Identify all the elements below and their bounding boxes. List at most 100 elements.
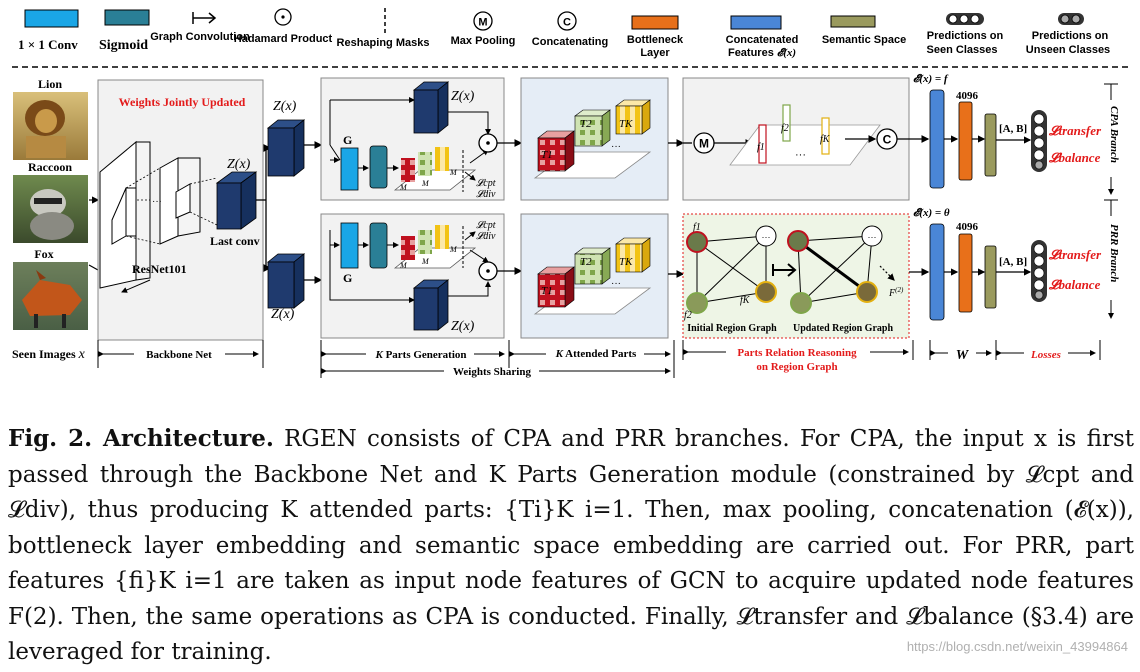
parts-gen-section-label: K Parts Generation <box>374 349 466 361</box>
pred-seen-legend-icon <box>946 13 984 25</box>
svg-text:TK: TK <box>619 256 633 268</box>
figure-caption: Fig. 2. Architecture. RGEN consists of C… <box>8 421 1134 671</box>
hadamard-prr <box>478 261 498 281</box>
max-pool-legend-label: Max Pooling <box>451 35 516 47</box>
reshape-legend-label: Reshaping Masks <box>337 37 430 49</box>
concat-features-legend-swatch <box>730 15 782 30</box>
prr-l-balance: 𝓛balance <box>1048 277 1101 292</box>
conv1x1-legend-label: 1 × 1 Conv <box>18 37 78 52</box>
lion-image <box>13 92 88 160</box>
svg-text:[A, B]: [A, B] <box>999 256 1027 268</box>
initial-node-dots: ··· <box>755 225 777 247</box>
bottleneck-legend-label: Bottleneck <box>627 34 684 46</box>
attended-parts-prr: T1 T2 TK ··· <box>520 213 685 339</box>
zx-prr-label: Z(x) <box>271 307 295 322</box>
prr-section-label: Parts Relation Reasoning <box>737 347 857 359</box>
zx-cpa-label: Z(x) <box>273 99 297 114</box>
sigmoid-block-cpa <box>369 145 388 189</box>
losses-label: Losses <box>1030 349 1061 361</box>
cpa-branch-label: CPA Branch <box>1108 106 1120 163</box>
initial-node-k <box>755 281 777 303</box>
parts-zx-cpa-label: Z(x) <box>451 89 475 104</box>
updated-node-2 <box>790 292 812 314</box>
svg-text:f2: f2 <box>781 123 789 134</box>
concat-features-legend-label: Concatenated <box>726 34 799 46</box>
svg-text:M: M <box>699 137 709 151</box>
cpa-semantic <box>984 113 997 177</box>
hadamard-legend-icon <box>274 8 292 26</box>
fox-image <box>13 262 88 330</box>
svg-text:4096: 4096 <box>956 221 979 233</box>
conv-block-cpa <box>340 147 359 191</box>
attended-parts-section-label: K Attended Parts <box>555 348 637 360</box>
svg-text:···: ··· <box>152 196 162 207</box>
seen-images-label: Seen Images x <box>12 347 86 362</box>
cpa-predictions <box>1031 110 1047 172</box>
pred-unseen-legend-label: Predictions on <box>1032 30 1109 42</box>
conv1x1-legend-swatch <box>24 9 79 28</box>
prr-branch-label: PRR Branch <box>1108 224 1120 282</box>
svg-text:M: M <box>449 245 458 254</box>
concat-features-legend-label-2: Features 𝓔(x) <box>728 47 796 59</box>
svg-text:4096: 4096 <box>956 90 979 102</box>
svg-text:f2: f2 <box>684 310 692 321</box>
svg-text:T1: T1 <box>541 285 553 297</box>
initial-node-2 <box>686 292 708 314</box>
last-conv-cube <box>215 171 258 230</box>
pred-seen-legend-label: Predictions on <box>927 30 1004 42</box>
l-div-prr: 𝓛div <box>476 231 496 242</box>
prr-predictions <box>1031 240 1047 302</box>
prr-l-transfer: 𝓛transfer <box>1048 247 1102 262</box>
l-div-cpa: 𝓛div <box>476 189 496 200</box>
svg-text:···: ··· <box>868 232 877 242</box>
bottleneck-legend-swatch <box>631 15 679 30</box>
svg-text:···: ··· <box>611 141 621 152</box>
sigmoid-legend-swatch <box>104 9 150 26</box>
prr-region-graph: f1 ··· fK f2 ··· <box>682 213 930 339</box>
cpa-l-transfer: 𝓛transfer <box>1048 123 1102 138</box>
svg-text:C: C <box>563 17 571 29</box>
svg-text:f1: f1 <box>693 222 701 233</box>
updated-node-k <box>856 281 878 303</box>
bottleneck-legend-label-2: Layer <box>640 47 670 59</box>
sigmoid-legend-label: Sigmoid <box>99 38 148 53</box>
parts-gen-prr: G M M M 𝓛cpt 𝓛div Z(x) <box>320 213 523 339</box>
prr-bottleneck <box>958 233 973 313</box>
caption-title: Fig. 2. Architecture. <box>8 425 274 452</box>
t-cube-2-cpa <box>574 109 611 147</box>
conv-block-prr <box>340 222 359 269</box>
svg-text:f1: f1 <box>757 142 765 153</box>
backbone-section-label: Backbone Net <box>146 349 212 361</box>
masks-prr: M M M <box>393 225 477 270</box>
lion-label: Lion <box>38 77 62 91</box>
svg-text:M: M <box>478 17 487 29</box>
hadamard-cpa <box>478 133 498 153</box>
svg-text:T1: T1 <box>541 149 553 161</box>
t-cube-k-cpa <box>615 99 651 135</box>
caption-text: RGEN consists of CPA and PRR branches. F… <box>8 426 1134 665</box>
image-arrow-2 <box>88 264 99 271</box>
concat-node: C <box>876 128 898 150</box>
svg-text:fK: fK <box>820 134 831 145</box>
raccoon-label: Raccoon <box>28 160 72 174</box>
l-cpt-prr: 𝓛cpt <box>476 220 496 231</box>
sigmoid-block-prr <box>369 222 388 269</box>
hadamard-legend-label: Hadamard Product <box>234 33 333 45</box>
bottom-annotations <box>97 340 1101 378</box>
svg-text:C: C <box>883 133 892 147</box>
updated-graph-label: Updated Region Graph <box>793 323 893 334</box>
pred-unseen-legend-label-2: Unseen Classes <box>1026 44 1110 56</box>
semantic-legend-swatch <box>830 15 876 28</box>
concat-legend-label: Concatenating <box>532 36 608 48</box>
svg-text:[A, B]: [A, B] <box>999 123 1027 135</box>
graph-conv-legend-icon <box>192 12 217 24</box>
prr-head: 𝓔(x) = θ 4096 [A, B] 𝓛transfer 𝓛balance … <box>913 199 1120 321</box>
weights-sharing-label: Weights Sharing <box>453 366 531 378</box>
concat-legend-icon: C <box>557 11 577 31</box>
svg-text:···: ··· <box>762 232 771 242</box>
watermark: https://blog.csdn.net/weixin_43994864 <box>906 639 1128 654</box>
parts-gen-cpa: Z(x) G M M M 𝓛cpt 𝓛div <box>320 77 523 201</box>
fox-label: Fox <box>34 247 53 261</box>
cpa-head: 𝓔(x) = f 4096 [A, B] 𝓛transfer 𝓛balance … <box>913 73 1120 195</box>
pred-seen-legend-label-2: Seen Classes <box>927 44 998 56</box>
